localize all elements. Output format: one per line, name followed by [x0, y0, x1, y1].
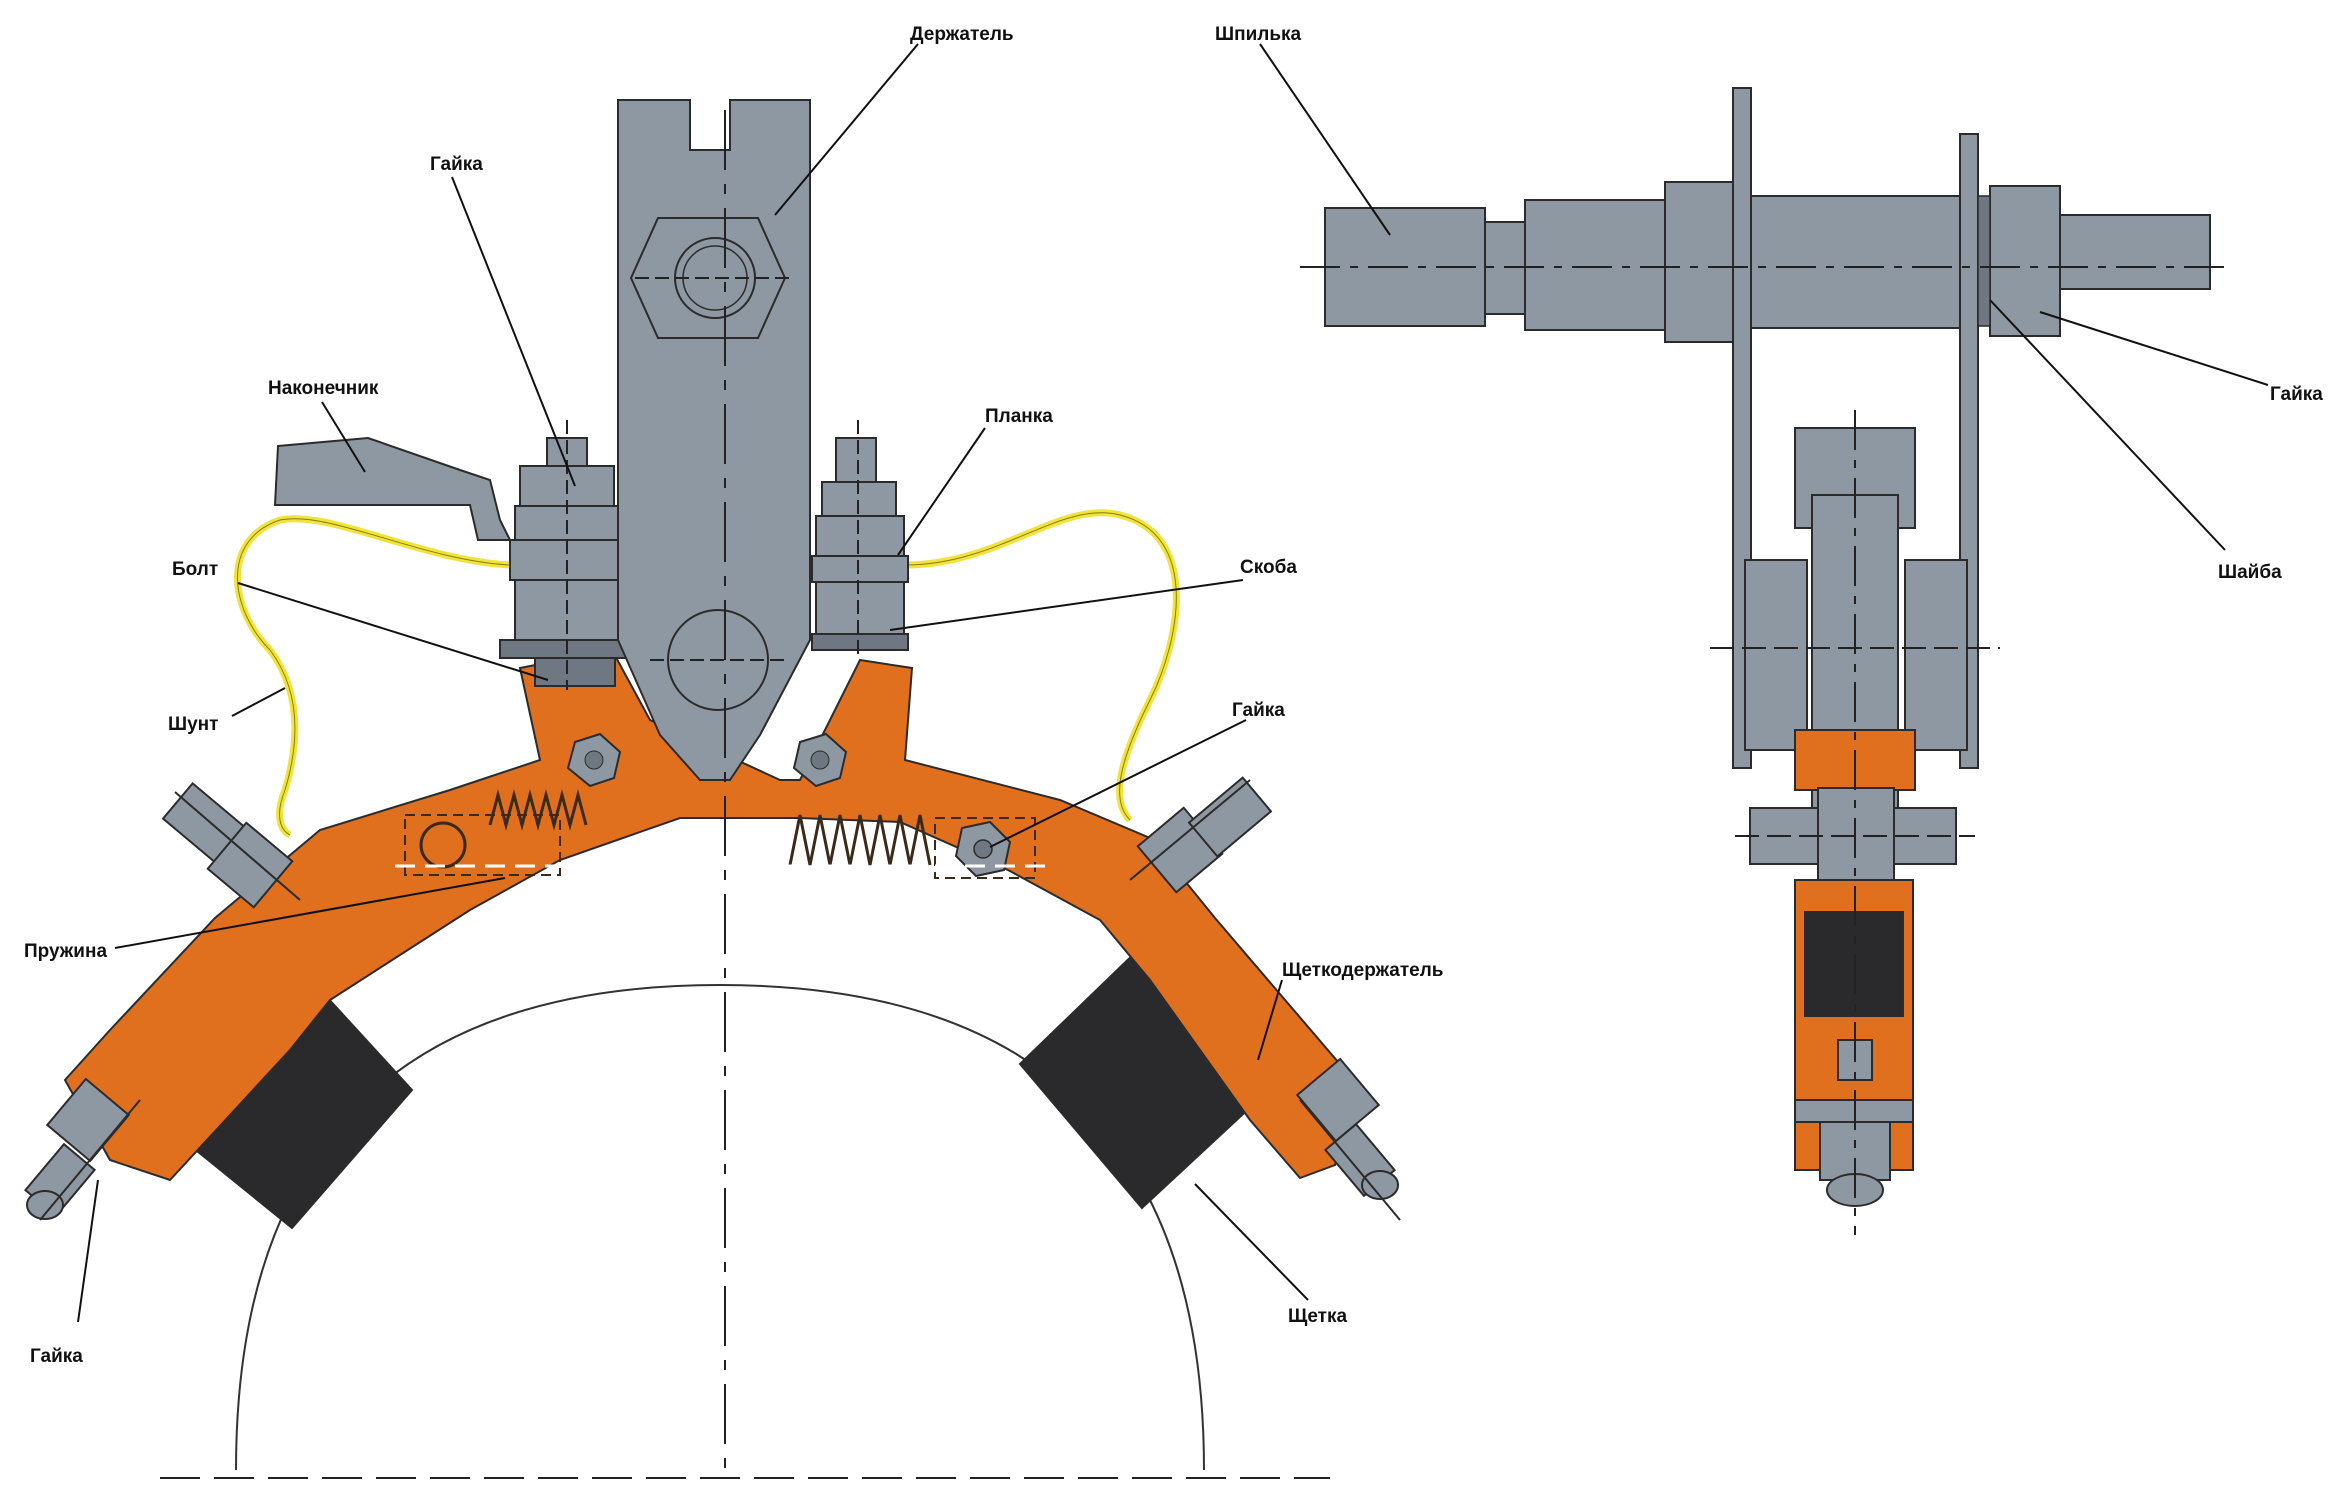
- leader-gayka-top: [451, 176, 576, 487]
- stud-middle: [1734, 195, 1966, 329]
- leader-nakonechnik: [321, 401, 366, 473]
- spring-right: [788, 814, 932, 866]
- side-view: [1300, 87, 2230, 1235]
- side-block-left: [1744, 559, 1808, 751]
- label-shayba: Шайба: [2218, 562, 2282, 583]
- leader-skoba: [889, 579, 1244, 631]
- label-bolt: Болт: [172, 559, 218, 580]
- adjust-screw-left-top: [161, 781, 301, 909]
- label-shchetkoderzhatel: Щеткодержатель: [1282, 960, 1443, 981]
- shunt-wire-left-edge: [237, 518, 511, 836]
- label-gayka-mid: Гайка: [1232, 700, 1285, 721]
- nut-hole-right: [973, 839, 993, 859]
- leader-planka: [897, 427, 986, 556]
- label-nakonechnik: Наконечник: [268, 378, 379, 399]
- holder-body: [617, 99, 811, 781]
- labels: Держатель Гайка Наконечник Планка Болт С…: [24, 24, 2323, 1367]
- label-derzhatel: Держатель: [910, 24, 1014, 45]
- leader-shunt: [231, 687, 286, 717]
- spring-guide-left: [404, 814, 561, 876]
- leader-pruzhina: [114, 877, 506, 949]
- shunt-wire-right-edge: [904, 512, 1177, 821]
- label-shchetka: Щетка: [1288, 1306, 1347, 1327]
- label-gayka-top: Гайка: [430, 154, 483, 175]
- leader-bolt: [237, 582, 549, 681]
- label-skoba: Скоба: [1240, 557, 1297, 578]
- leader-shpilka: [1259, 43, 1391, 236]
- stud-collar: [1664, 181, 1736, 343]
- label-gayka-side: Гайка: [2270, 384, 2323, 405]
- label-gayka-bottom: Гайка: [30, 1346, 83, 1367]
- leader-shayba: [1989, 299, 2226, 551]
- leader-shchetka: [1194, 1183, 1309, 1301]
- adjust-screw-left-bottom: [23, 1077, 141, 1221]
- adjust-screw-right-top: [1129, 776, 1273, 894]
- adjust-screw-right-bottom: [1295, 1057, 1401, 1221]
- holder-nut-left-hole: [584, 750, 604, 770]
- right-bolt-stack: [811, 420, 909, 660]
- side-block-right: [1904, 559, 1968, 751]
- leader-lines: [77, 43, 2269, 1323]
- terminal-lug: [273, 436, 512, 541]
- leader-gayka-bottom: [77, 1179, 99, 1323]
- holder-nut-right-hole: [810, 750, 830, 770]
- leader-gayka-side: [2039, 311, 2269, 386]
- spring-left: [488, 789, 588, 831]
- label-planka: Планка: [985, 406, 1053, 427]
- washer: [1977, 195, 1991, 327]
- stud-body: [1524, 199, 1666, 331]
- leader-derzhatel: [774, 43, 919, 216]
- leader-shchetkoderzhatel: [1257, 979, 1283, 1061]
- left-bolt-stack: [499, 420, 631, 690]
- label-shunt: Шунт: [168, 714, 218, 735]
- side-nut: [1989, 185, 2061, 337]
- leader-gayka-mid: [989, 719, 1247, 848]
- stud-thread-end: [2059, 214, 2211, 290]
- label-shpilka: Шпилька: [1215, 24, 1302, 45]
- spring-guide-right: [934, 817, 1036, 879]
- front-view: [23, 99, 1401, 1480]
- label-pruzhina: Пружина: [24, 941, 107, 962]
- holder-pivot-hole: [667, 609, 769, 711]
